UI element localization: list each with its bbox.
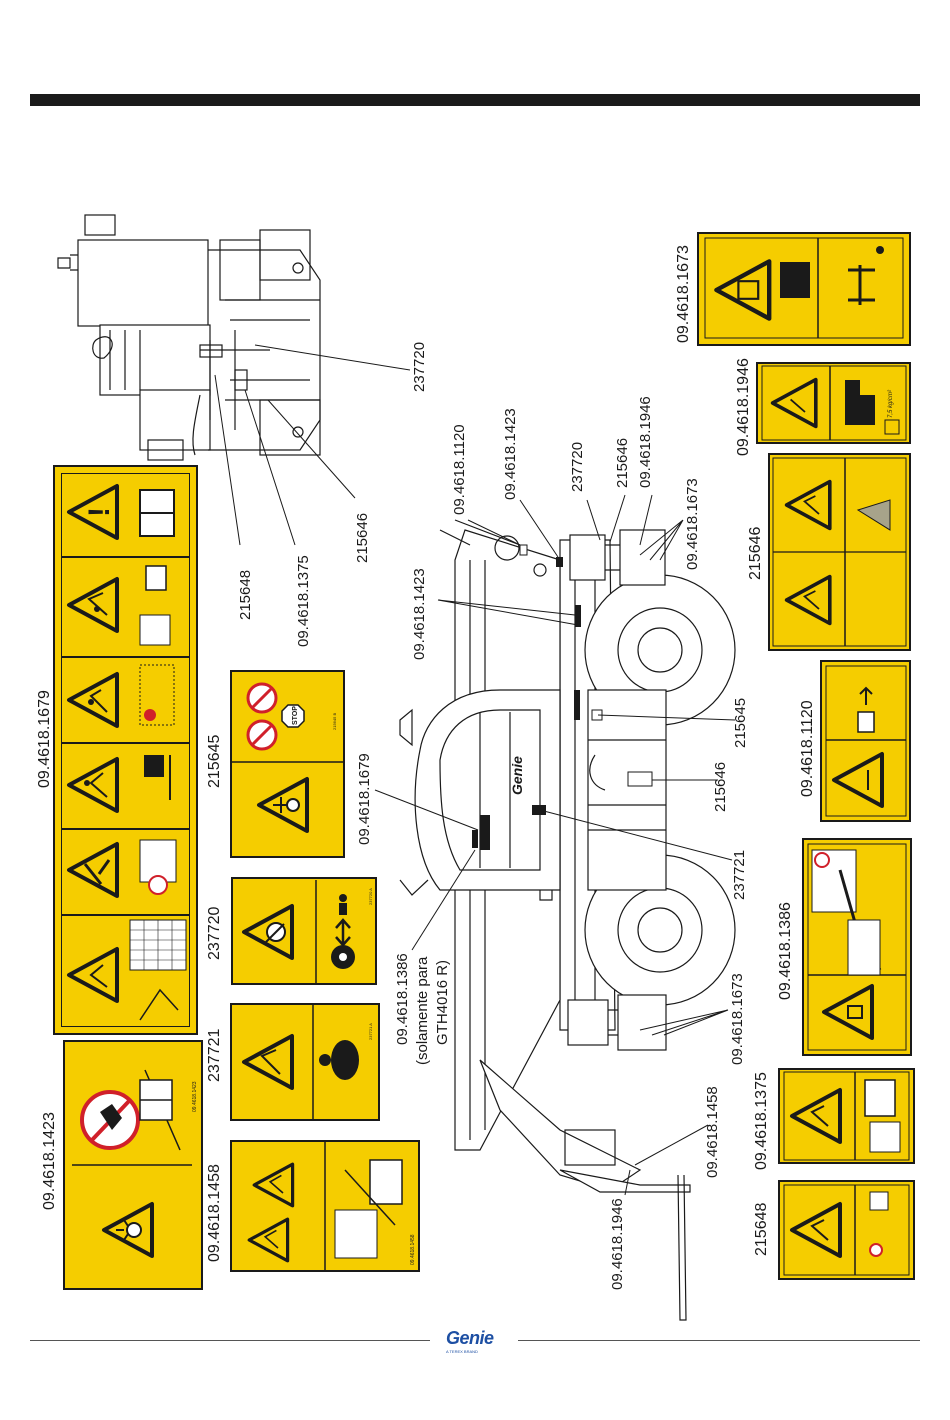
callout-1673-a: 09.4618.1673 [684, 478, 701, 570]
footer-rule-right [518, 1340, 920, 1341]
label-decal-1375: 09.4618.1375 [753, 1072, 770, 1170]
decal-237720-code: 237720 A [368, 888, 373, 905]
decal-1679-symbols: ! [67, 484, 187, 1021]
callout-215646: 215646 [614, 437, 631, 488]
decal-215648-symbols [783, 1184, 910, 1276]
decal-215648 [778, 1180, 915, 1280]
label-decal-1423: 09.4618.1423 [41, 1112, 58, 1210]
footer-rule-left [30, 1340, 430, 1341]
decal-215646-symbols [772, 457, 907, 647]
callout-237721: 237721 [731, 849, 748, 900]
callout-1458: 09.4618.1458 [704, 1086, 721, 1178]
decal-1673-symbols [704, 237, 904, 339]
label-decal-237721: 237721 [206, 1028, 223, 1082]
callout-top-215646: 215646 [354, 512, 371, 563]
header-rule [30, 94, 920, 106]
label-decal-215646: 215646 [747, 526, 764, 580]
label-decal-1673: 09.4618.1673 [675, 245, 692, 343]
callout-1386-line2: (solamente para [414, 956, 431, 1065]
decal-1120-symbols [825, 665, 907, 817]
label-decal-1679: 09.4618.1679 [36, 690, 53, 788]
genie-logo: Genie [446, 1328, 494, 1348]
decal-1386-symbols [807, 843, 907, 1051]
callout-215645: 215645 [732, 697, 749, 748]
callout-1673-b: 09.4618.1673 [729, 973, 746, 1065]
decal-1423-symbols: 09.4618.1423 [72, 1069, 198, 1258]
label-decal-237720: 237720 [206, 906, 223, 960]
callout-1946-b: 09.4618.1946 [609, 1198, 626, 1290]
load-value-text: 7,5 kg/cm² [888, 389, 894, 418]
callout-top-237720: 237720 [411, 341, 428, 392]
label-decal-1120: 09.4618.1120 [799, 700, 816, 797]
callout-top-1375: 09.4618.1375 [295, 555, 312, 647]
callout-top-215648: 215648 [237, 569, 254, 620]
callout-1386-line3: GTH4016 R) [434, 959, 451, 1045]
leader-lines [214, 344, 736, 1196]
stop-sign-text: STOP [292, 706, 299, 725]
machine-decal-markers [472, 544, 653, 850]
decal-215645-symbols: STOP 215645 B [232, 682, 343, 833]
decal-237720-symbols: 237720 A [242, 880, 373, 983]
machine-top-view [57, 214, 321, 461]
svg-text:!: ! [83, 507, 116, 517]
decal-237721-code: 237721 A [368, 1023, 373, 1040]
callout-215646-b: 215646 [712, 761, 729, 812]
genie-tagline: A TEREX BRAND [446, 1349, 478, 1354]
decal-1946-symbols: 7,5 kg/cm² [761, 365, 907, 441]
svg-text:Genie: Genie [509, 756, 525, 795]
callout-237720: 237720 [569, 441, 586, 492]
label-decal-215648: 215648 [753, 1202, 770, 1256]
decal-237721-symbols: 237721 A [242, 1005, 373, 1119]
decal-1375-symbols [783, 1071, 910, 1161]
label-decal-1386: 09.4618.1386 [777, 902, 794, 1000]
machine-side-view: Genie [399, 519, 736, 1321]
decal-215645-code: 215645 B [332, 713, 337, 730]
decal-1423-code: 09.4618.1423 [192, 1081, 198, 1112]
label-decal-215645: 215645 [206, 734, 223, 788]
callout-1120: 09.4618.1120 [451, 424, 468, 515]
callout-1386-line1: 09.4618.1386 [394, 953, 411, 1045]
callout-1423-b: 09.4618.1423 [411, 568, 428, 660]
decal-1458-symbols: 09.4618.1458 [247, 1142, 416, 1270]
callout-1679: 09.4618.1679 [356, 753, 373, 845]
label-decal-1458: 09.4618.1458 [206, 1164, 223, 1262]
callout-1423-a: 09.4618.1423 [502, 408, 519, 500]
label-decal-1946: 09.4618.1946 [735, 358, 752, 456]
decal-1458-code: 09.4618.1458 [410, 1234, 416, 1265]
callout-1946: 09.4618.1946 [637, 396, 654, 488]
